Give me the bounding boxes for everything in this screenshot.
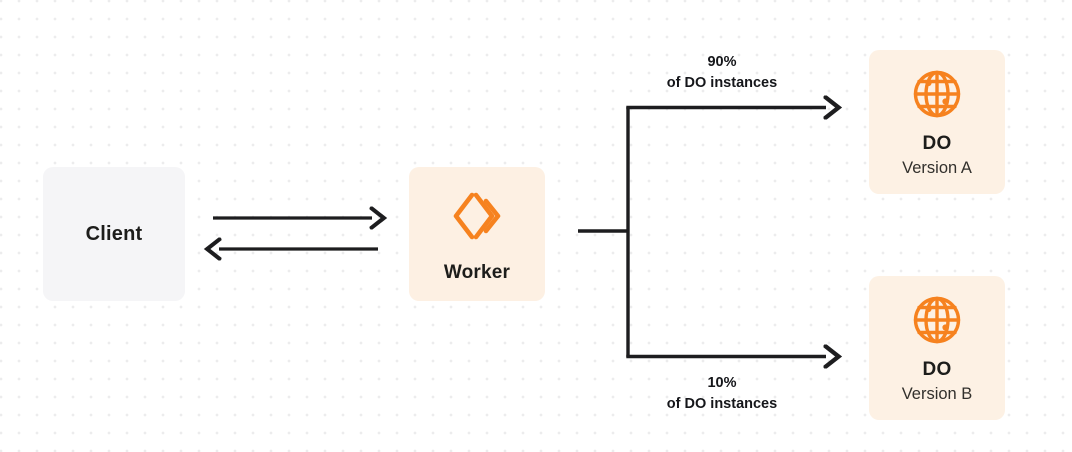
node-client[interactable]: Client [43,167,185,301]
edge-label-do-a-percent: 90% [707,54,737,70]
node-do-b-sublabel: Version B [901,385,973,404]
node-do-a-sublabel: Version A [902,159,972,178]
node-worker-label: Worker [443,261,511,283]
node-do-b-label: DO [922,359,952,381]
globe-icon [909,292,965,348]
node-client-label: Client [85,223,143,245]
edge-label-do-b-percent: 10% [707,375,737,391]
edge-label-do-b-caption: of DO instances [666,395,778,412]
node-do-version-a[interactable]: DO Version A [869,50,1005,194]
edge-label-do-b: 10% of DO instances [627,373,817,414]
globe-icon [909,66,965,122]
node-worker[interactable]: Worker [409,167,545,301]
cloudflare-workers-icon [446,185,508,247]
edge-label-do-a-caption: of DO instances [666,74,778,91]
edge-label-do-a: 90% of DO instances [627,52,817,93]
node-do-version-b[interactable]: DO Version B [869,276,1005,420]
node-do-a-label: DO [922,133,952,155]
